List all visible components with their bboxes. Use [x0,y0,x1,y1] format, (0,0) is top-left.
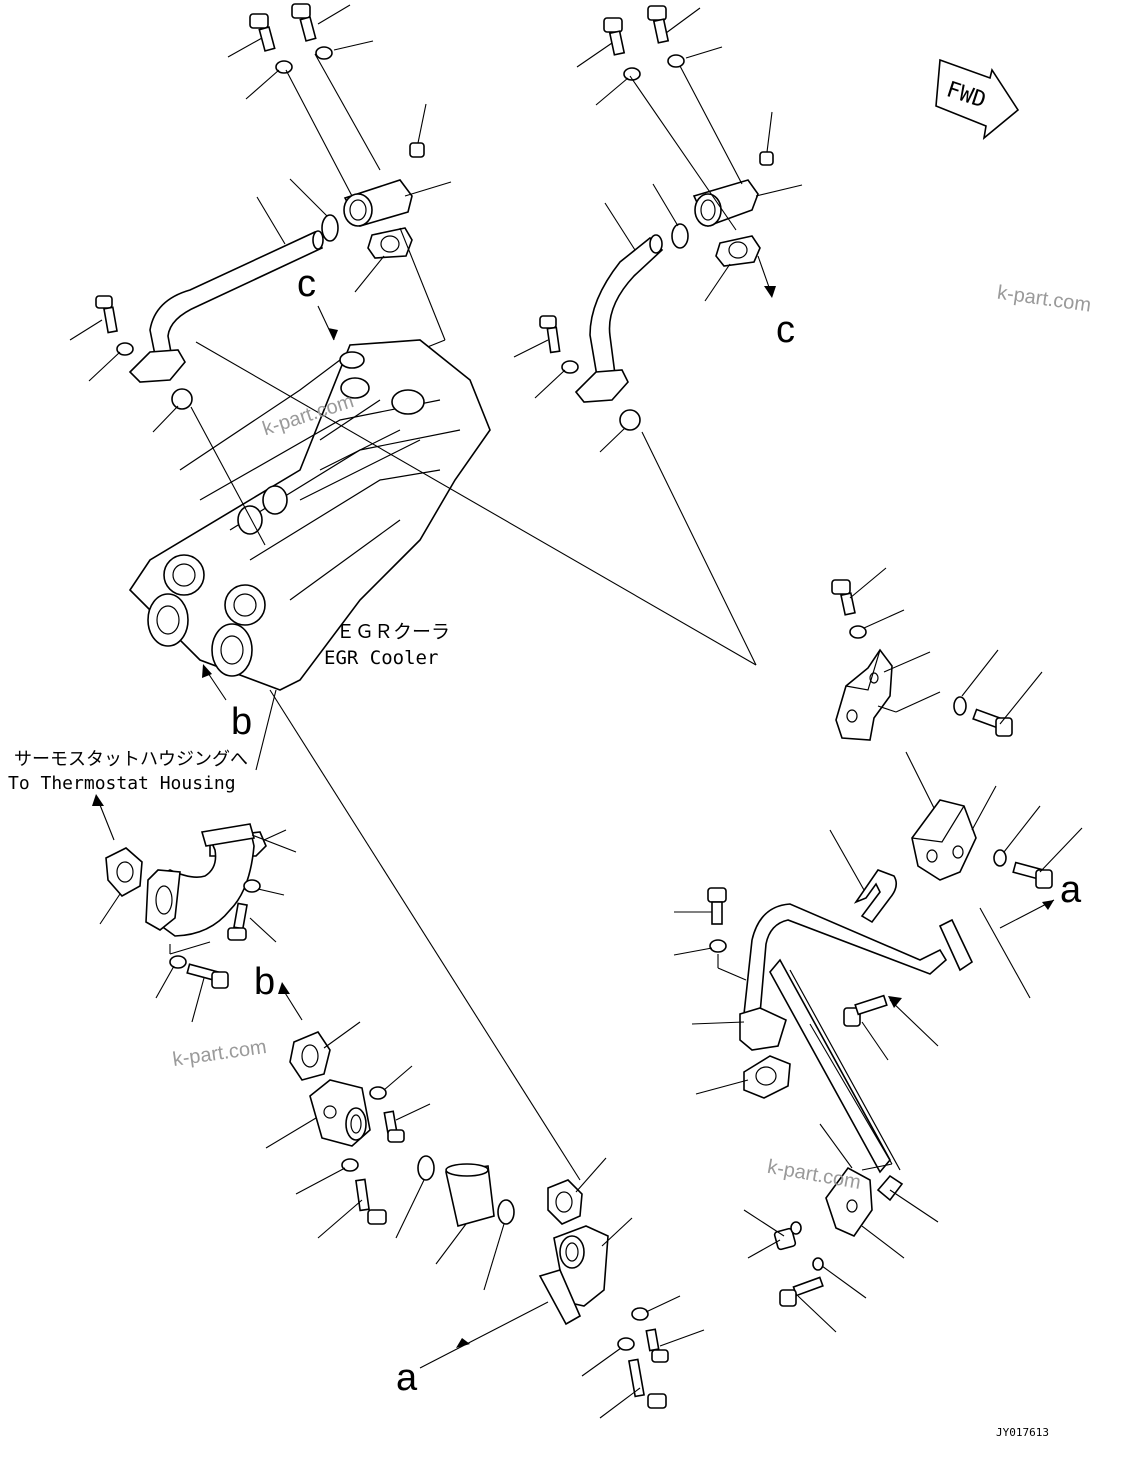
ref-b-cooler: b [231,701,252,743]
bolt-icon [645,1328,669,1363]
o-ring-icon [321,214,339,242]
o-ring-icon [497,1199,515,1225]
bolt-icon [249,13,276,52]
fwd-arrow-icon: FWD [935,58,1020,140]
washer-icon [243,879,261,893]
bolt-icon [95,295,118,334]
bolt-icon [972,708,1013,737]
water-outlet-assembly [265,1021,705,1419]
gasket-icon [105,847,143,898]
bolt-icon [707,887,727,925]
plug-icon [409,142,425,158]
washer-icon [667,54,685,68]
water-outlet-housing-icon [309,1079,371,1147]
o-ring-icon [417,1155,435,1181]
gasket-icon [547,1179,583,1225]
bolt-icon [186,963,229,989]
bolt-icon [647,5,670,44]
ref-c-right: c [776,309,795,351]
watermark-text: k-part.com [996,282,1093,317]
egr-pipe-icon [128,230,324,383]
washer-icon [169,955,187,969]
washer-icon [617,1337,635,1351]
washer-icon [812,1257,824,1271]
water-pipe-icon [739,903,974,1174]
watermark-text: k-part.com [171,1036,268,1071]
bolt-icon [628,1358,667,1409]
drawing-code: JY017613 [996,1426,1049,1439]
washer-icon [561,360,579,374]
bolt-icon [227,902,248,941]
washer-icon [709,939,727,953]
bolt-icon [383,1110,405,1143]
plug-icon [759,151,774,166]
washer-icon [341,1158,359,1172]
seal-icon [619,409,641,431]
egr-cooler-icon [128,339,491,691]
thermostat-jp-label: サーモスタットハウジングへ [14,749,248,770]
o-ring-icon [671,223,689,249]
seal-icon [171,388,193,410]
washer-icon [631,1307,649,1321]
mounting-bracket-icon [835,648,893,741]
gasket-icon [743,1055,791,1099]
bolt-icon [291,3,317,42]
washer-icon [369,1086,387,1100]
washer-icon [849,625,867,639]
bolt-icon [1012,861,1053,889]
gasket-icon [367,227,413,259]
bracket-assembly [831,567,1083,889]
bolt-icon [539,315,561,354]
ref-a-lower: a [396,1357,418,1399]
connector-fitting-icon [343,179,413,227]
egr-pipe-icon [574,234,664,403]
water-outlet-elbow-icon [538,1225,609,1326]
egr-pipe-left-assembly [69,3,452,433]
ref-a-right: a [1060,869,1082,911]
bolt-icon [831,579,856,616]
thermostat-elbow-assembly [92,794,297,1023]
bolt-icon [779,1276,824,1307]
pipe-bracket-icon [825,1166,873,1238]
thermostat-en-label: To Thermostat Housing [8,773,236,794]
ref-c-left: c [297,263,316,305]
elbow-pipe-icon [145,823,256,937]
gasket-icon [715,235,761,267]
connector-fitting-icon [692,179,759,228]
water-pipe-assembly [673,829,1031,1333]
clamp-block-icon [911,799,977,881]
egr-pipe-right-assembly [513,5,803,453]
bolt-icon [843,994,888,1027]
washer-icon [116,342,134,356]
washer-icon [790,1221,802,1235]
bolt-icon [603,17,626,56]
egr-cooler-en-label: EGR Cooler [324,647,438,669]
ref-b-lower: b [254,961,275,1003]
u-bolt-icon [853,869,898,924]
washer-icon [953,696,967,716]
washer-icon [315,46,333,60]
washer-icon [623,67,641,81]
clip-icon [876,1174,904,1202]
washer-icon [993,849,1007,867]
washer-icon [275,60,293,74]
gasket-icon [289,1031,331,1081]
egr-cooler-jp-label: ＥＧＲクーラ [336,621,450,643]
pipe-sleeve-icon [445,1163,495,1227]
